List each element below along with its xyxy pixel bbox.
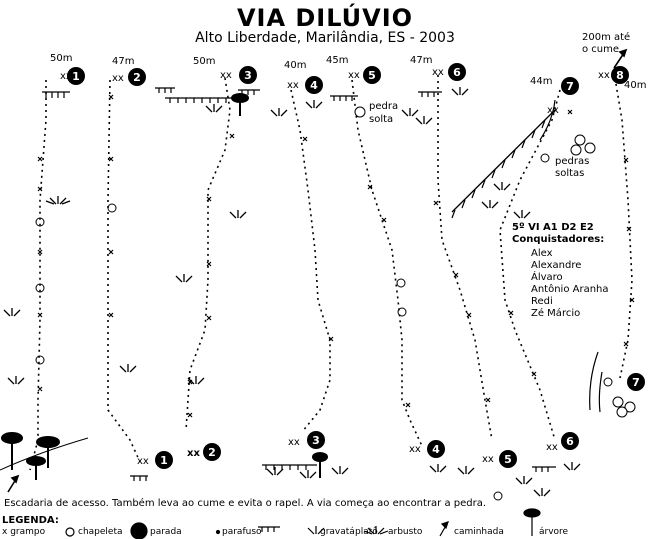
pitch-length: 40m bbox=[624, 80, 647, 91]
access-note: Escadaria de acesso. Também leva ao cume… bbox=[4, 498, 487, 509]
pitch-number: 5 bbox=[504, 453, 512, 466]
legend-parafuso-label: parafuso bbox=[222, 527, 262, 537]
pitch-number: 4 bbox=[432, 443, 440, 456]
anchor-bolts: xx bbox=[137, 456, 149, 467]
legend-plato-icon bbox=[258, 526, 280, 532]
legend-chapeleta-label: chapeleta bbox=[78, 527, 123, 537]
trees bbox=[1, 93, 328, 480]
climber-name: Antônio Aranha bbox=[531, 284, 609, 295]
markers bbox=[67, 63, 645, 469]
pitch-number: 4 bbox=[310, 79, 318, 92]
legend-parada-label: parada bbox=[150, 527, 182, 537]
pitch-number: 7 bbox=[566, 80, 574, 93]
pitch-number: 6 bbox=[566, 435, 574, 448]
legend-grampo: x grampo bbox=[2, 527, 45, 537]
pitch-length: 47m bbox=[410, 55, 433, 66]
climber-name: Alex bbox=[531, 248, 553, 259]
route-line-7 bbox=[499, 89, 561, 441]
page-subtitle: Alto Liberdade, Marilândia, ES - 2003 bbox=[195, 30, 455, 46]
anchor-bolts: xx bbox=[546, 442, 558, 453]
route-line-3 bbox=[185, 77, 231, 431]
pitch-number: 3 bbox=[312, 434, 320, 447]
plants bbox=[3, 87, 581, 497]
climber-name: Alexandre bbox=[531, 260, 582, 271]
pitch-length: 44m bbox=[530, 76, 553, 87]
anchor-bolts: xx bbox=[112, 73, 124, 84]
legend-gravata-label: gravatá bbox=[320, 527, 355, 537]
ledges bbox=[42, 87, 603, 481]
pitch-number: 5 bbox=[368, 69, 376, 82]
pitch-number: 3 bbox=[244, 69, 252, 82]
climber-name: Álvaro bbox=[531, 272, 563, 283]
anchor-bolts: xx bbox=[288, 437, 300, 448]
pitch-length: 47m bbox=[112, 56, 135, 67]
loose-rock-note: pedra bbox=[369, 101, 399, 112]
pitch-length: 50m bbox=[50, 53, 73, 64]
pitch-length: 50m bbox=[193, 56, 216, 67]
legend-icons bbox=[65, 508, 541, 539]
pitch-length: 40m bbox=[284, 60, 307, 71]
route-line-8 bbox=[614, 77, 633, 379]
route-line-1 bbox=[29, 80, 47, 471]
anchor-bolts: xx bbox=[598, 70, 610, 81]
first-ascent-label: Conquistadores: bbox=[512, 234, 605, 245]
legend-arvore-label: árvore bbox=[539, 527, 569, 537]
legend-arbusto-icon bbox=[363, 526, 389, 535]
route-line-6 bbox=[437, 75, 493, 441]
legend-gravata-icon bbox=[307, 526, 325, 535]
legend-chapeleta-icon bbox=[65, 527, 75, 537]
loose-rocks-note: soltas bbox=[555, 168, 585, 179]
summit-note: o cume bbox=[582, 44, 620, 55]
walk-arrows bbox=[7, 48, 628, 493]
legend-parada-icon bbox=[130, 522, 148, 539]
anchor-bolts: xx bbox=[220, 70, 232, 81]
climber-name: Zé Márcio bbox=[531, 308, 581, 319]
legend-plato-label: platô bbox=[355, 527, 378, 537]
anchor-bolts: xx bbox=[482, 454, 494, 465]
pitch-number: 8 bbox=[616, 69, 624, 82]
pitch-number: 2 bbox=[133, 71, 141, 84]
legend-parafuso-icon bbox=[215, 529, 221, 535]
route-line-4 bbox=[290, 89, 331, 433]
route-line-5 bbox=[351, 79, 423, 447]
pitch-number: 6 bbox=[453, 66, 461, 79]
page-title: VIA DILÚVIO bbox=[236, 4, 414, 32]
anchor-bolts: xx bbox=[409, 444, 421, 455]
summit-note: 200m até bbox=[582, 32, 631, 43]
legend-arbusto-label: arbusto bbox=[388, 527, 423, 537]
pitch-number: 2 bbox=[208, 446, 216, 459]
anchor-bolts: xx bbox=[348, 70, 360, 81]
loose-rock-note: solta bbox=[369, 114, 394, 125]
pitch-number: 1 bbox=[160, 454, 168, 467]
pitch-number: 7 bbox=[632, 376, 640, 389]
anchor-bolts: xx bbox=[187, 448, 200, 459]
climber-name: Redi bbox=[531, 296, 553, 307]
access-path bbox=[0, 437, 89, 471]
anchor-bolts: xx bbox=[287, 80, 299, 91]
legend-grampo-label: grampo bbox=[10, 527, 46, 537]
anchor-bolts: xx bbox=[547, 105, 559, 116]
hanger-marks bbox=[35, 153, 613, 387]
pitch-length: 45m bbox=[326, 55, 349, 66]
loose-rocks bbox=[354, 106, 636, 501]
route-line-2 bbox=[107, 79, 141, 463]
pitch-number: 1 bbox=[72, 70, 80, 83]
legend-grampo-icon: x bbox=[2, 527, 8, 537]
bolt-marks bbox=[37, 94, 635, 418]
anchor-bolts: xx bbox=[60, 71, 72, 82]
anchor-bolts: xx bbox=[432, 67, 444, 78]
legend-title: LEGENDA: bbox=[2, 515, 59, 526]
legend-caminhada-label: caminhada bbox=[454, 527, 504, 537]
route-grade: 5º VI A1 D2 E2 bbox=[512, 222, 594, 233]
loose-rocks-note: pedras bbox=[555, 156, 590, 167]
